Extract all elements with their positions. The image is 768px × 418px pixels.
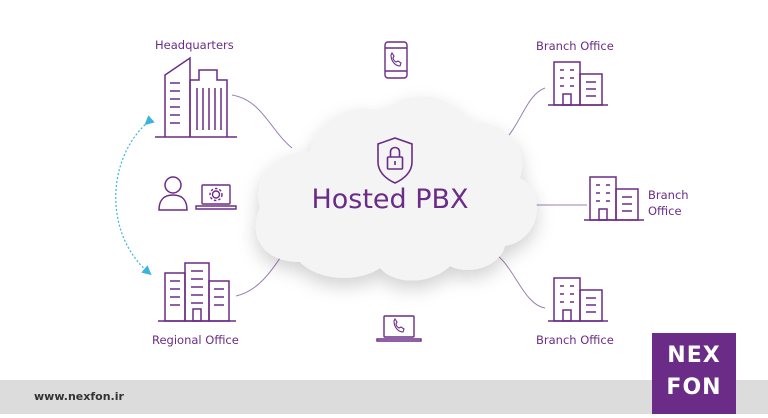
headquarters-label: Headquarters xyxy=(155,38,234,52)
logo-line2: FON xyxy=(666,375,722,400)
logo-line1: NEX xyxy=(667,343,721,368)
branch-office-bottom-icon xyxy=(548,277,608,322)
branch-office-middle-label-line2: Office xyxy=(648,204,682,218)
connector-branch-bottom xyxy=(497,255,546,309)
smartphone-icon xyxy=(384,41,408,79)
footer-bar: www.nexfon.ir xyxy=(0,380,768,414)
branch-office-top-icon xyxy=(548,61,608,106)
cloud-shape xyxy=(255,96,537,281)
nexfon-logo: NEX FON xyxy=(652,333,736,414)
headquarters-regional-arrow xyxy=(115,115,155,276)
branch-office-middle-label-line1: Branch xyxy=(648,188,689,202)
cloud-title: Hosted PBX xyxy=(311,184,469,215)
headquarters-building-icon xyxy=(155,56,237,138)
laptop-phone-icon xyxy=(376,315,422,342)
branch-office-top-label: Branch Office xyxy=(536,39,614,53)
shield-lock-icon xyxy=(377,137,413,184)
branch-office-bottom-label: Branch Office xyxy=(536,333,614,347)
laptop-settings-icon xyxy=(195,184,237,210)
branch-office-middle-icon xyxy=(584,176,644,221)
website-link[interactable]: www.nexfon.ir xyxy=(34,390,124,403)
regional-office-building-icon xyxy=(158,262,236,322)
connector-headquarters xyxy=(231,94,293,149)
user-icon xyxy=(158,176,188,211)
regional-office-label: Regional Office xyxy=(152,333,239,347)
